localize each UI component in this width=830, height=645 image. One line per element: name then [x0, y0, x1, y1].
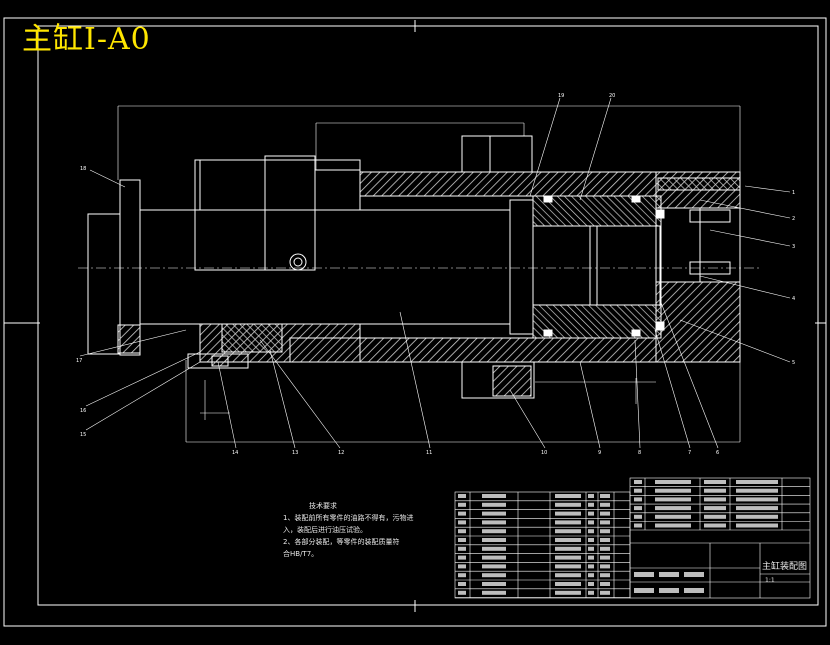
- title-block: [629, 477, 811, 599]
- balloon-5: 5: [792, 360, 795, 366]
- dimension-lines: [117, 105, 741, 443]
- drawing-scale: 1:1: [765, 577, 775, 584]
- balloon-1: 1: [792, 190, 795, 196]
- balloon-19: 19: [558, 93, 564, 99]
- balloon-10: 10: [541, 450, 547, 456]
- balloon-15: 15: [80, 432, 86, 438]
- cylinder-body: [87, 135, 741, 399]
- notes-line-4: 合HB/T7。: [283, 550, 319, 558]
- title-block-fill: [634, 480, 778, 593]
- balloon-7: 7: [688, 450, 691, 456]
- balloon-18: 18: [80, 166, 86, 172]
- notes-line-1: 1、装配前所有零件的油路不得有，污物进: [283, 514, 414, 522]
- drawing-title: 主缸I-A0: [22, 22, 151, 57]
- drawing-name: 主缸装配图: [762, 562, 808, 572]
- balloon-17: 17: [76, 358, 82, 364]
- parts-list-table: [454, 491, 631, 599]
- balloon-16: 16: [80, 408, 86, 414]
- parts-list-fill: [458, 494, 610, 595]
- balloon-9: 9: [598, 450, 601, 456]
- balloon-11: 11: [426, 450, 432, 456]
- balloon-4: 4: [792, 296, 795, 302]
- sheet-border: [3, 17, 827, 627]
- balloon-6: 6: [716, 450, 719, 456]
- balloon-labels: 1 2 3 4 5 6 7 8 9 10 11 12 13 14 15 16 1…: [76, 93, 795, 456]
- leader-lines: [79, 97, 791, 449]
- notes-heading: 技术要求: [309, 502, 337, 510]
- technical-notes: 技术要求 1、装配前所有零件的油路不得有，污物进 入，装配后进行油压试验。 2、…: [283, 500, 413, 560]
- balloon-8: 8: [638, 450, 641, 456]
- balloon-20: 20: [609, 93, 615, 99]
- balloon-3: 3: [792, 244, 795, 250]
- notes-line-3: 2、各部分装配，等零件的装配质量符: [283, 538, 400, 546]
- balloon-2: 2: [792, 216, 795, 222]
- notes-line-2: 入，装配后进行油压试验。: [283, 526, 367, 534]
- balloon-13: 13: [292, 450, 298, 456]
- balloon-12: 12: [338, 450, 344, 456]
- balloon-14: 14: [232, 450, 238, 456]
